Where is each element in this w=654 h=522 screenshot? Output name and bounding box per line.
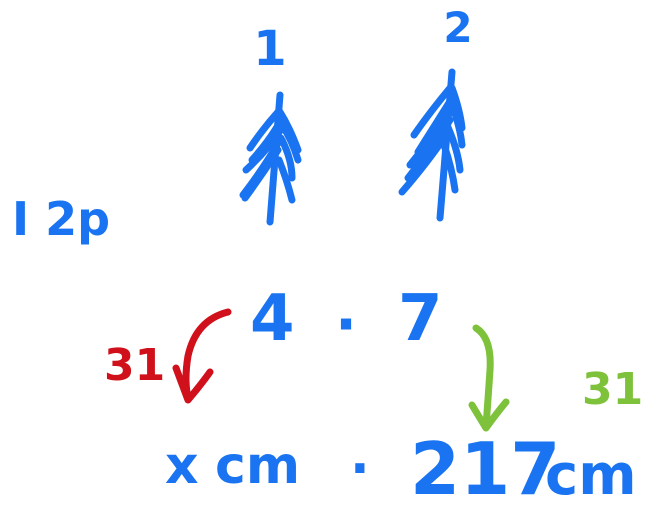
tree-1-number: 1 [253,21,286,77]
ratio-dot: · [335,290,357,358]
tree-1-icon [239,91,302,226]
result-left-variable: x [165,436,199,496]
text-layer: 1 2 I 2p 4 · 7 31 31 x cm · 217 cm [12,3,643,511]
ratio-right-value: 7 [398,282,443,356]
tree-2-number: 2 [443,3,472,52]
red-factor: 31 [104,340,165,391]
result-right-unit: cm [545,443,637,508]
tree-2-icon [398,68,466,222]
green-factor: 31 [582,364,643,415]
result-dot: · [350,439,370,499]
result-right-value: 217 [410,427,560,511]
red-arrow-icon [172,308,232,404]
green-arrow-icon [468,324,510,432]
result-left-unit: cm [215,436,300,496]
side-note: I 2p [12,192,110,246]
ratio-left-value: 4 [250,282,295,356]
